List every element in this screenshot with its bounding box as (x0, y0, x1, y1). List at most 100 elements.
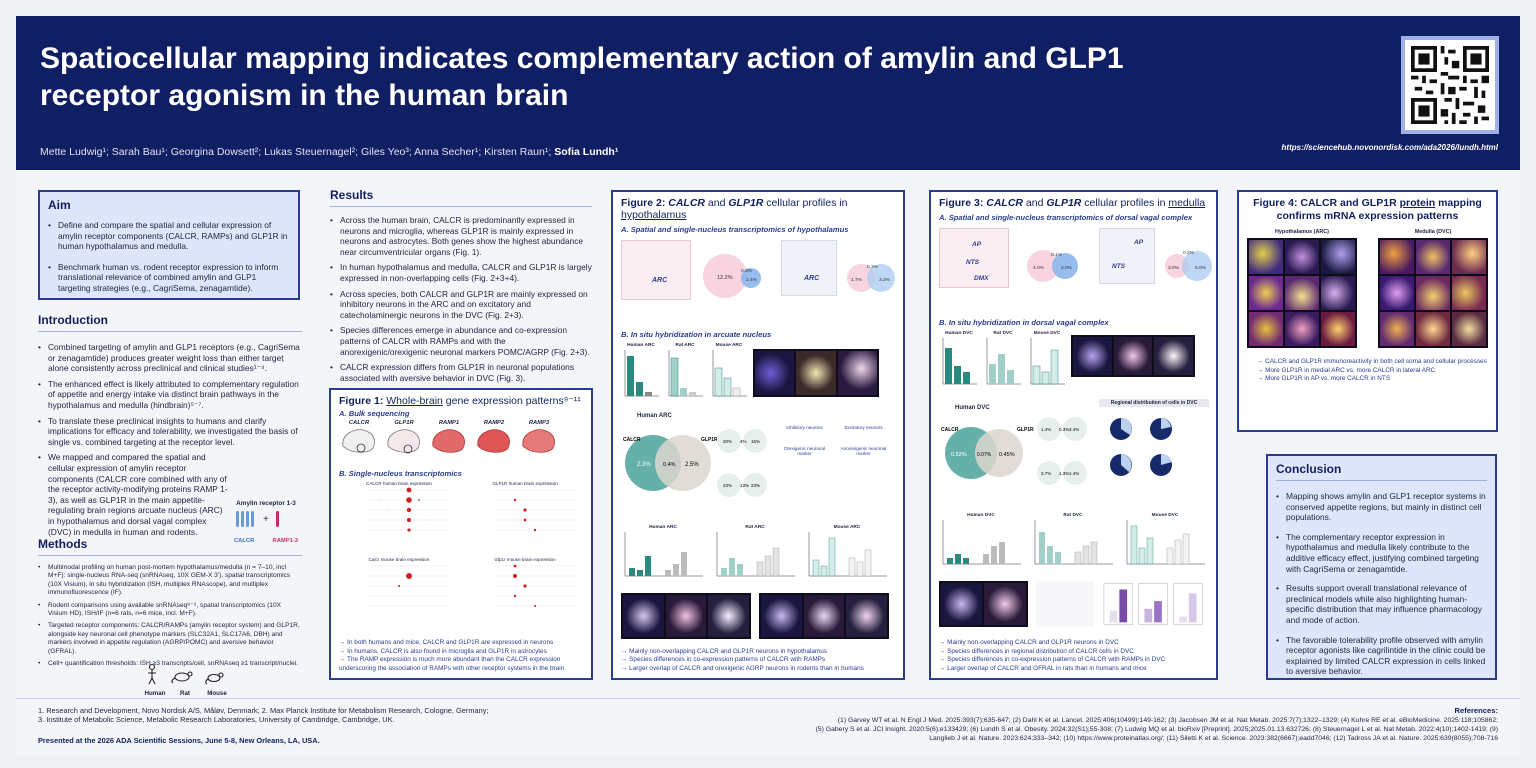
footer-divider (16, 698, 1520, 699)
qr-code[interactable] (1401, 36, 1499, 134)
gene-label: GLP1R (394, 420, 414, 426)
svg-text:CALCR: CALCR (623, 437, 641, 443)
svg-text:0.07%: 0.07% (977, 452, 992, 458)
receptor-label: Amylin receptor 1-3 (236, 500, 296, 507)
svg-text:15%: 15% (751, 439, 760, 444)
brain-icon (477, 429, 510, 453)
if-image-grid (1378, 238, 1488, 348)
brain-icon (432, 429, 465, 453)
venn-human: 4.0%0.1%2.0% (1027, 250, 1078, 282)
bar-chart (1126, 520, 1205, 565)
poster-title: Spatiocellular mapping indicates complem… (40, 42, 1124, 112)
species-label: Mouse (207, 690, 227, 697)
presented-at: Presented at the 2026 ADA Scientific Ses… (38, 736, 320, 745)
bar-chart (1034, 520, 1113, 565)
references-heading: References: (1454, 706, 1498, 715)
aim-item: Benchmark human vs. rodent receptor expr… (48, 262, 290, 294)
fig2-subtitle-b: B. In situ hybridization in arcuate nucl… (621, 330, 772, 339)
bar-chart (624, 350, 659, 397)
methods-item: Rodent comparisons using available snRNA… (38, 602, 302, 619)
presenting-author: Sofia Lundh¹ (554, 146, 619, 158)
gfral-diagram (1035, 581, 1094, 627)
svg-text:0.3%: 0.3% (1059, 427, 1069, 432)
gene-label: RAMP1 (438, 420, 460, 426)
dot-plot-grid: CALCR human brain expression GLP1R human… (339, 481, 583, 629)
rat-icon (174, 672, 190, 682)
spatial-map: ARC (621, 240, 691, 300)
results-item: In human hypothalamus and medulla, CALCR… (330, 262, 592, 283)
divider (38, 331, 302, 332)
amylin-receptor-diagram: Amylin receptor 1-3 + CALCR RAMP1-3 (230, 500, 302, 546)
results-item: CALCR expression differs from GLP1R in n… (330, 362, 592, 383)
ish-image (753, 349, 879, 397)
svg-text:3.4%: 3.4% (1069, 427, 1079, 432)
methods-item: Cell+ quantification thresholds: ISH ≥3 … (38, 660, 302, 669)
species-icons: Human Rat Mouse (140, 663, 240, 697)
methods-item: Targeted receptor components: CALCR/RAMP… (38, 622, 302, 656)
regional-distribution: Regional distribution of cells in DVC (1099, 399, 1209, 498)
fig3-bars-row: Human DVC Rat DVC Mouse DVC (939, 331, 1208, 395)
methods-item: Multimodal profiling on human post-morte… (38, 564, 302, 598)
bar-chart (808, 532, 887, 577)
bar-chart (668, 350, 703, 397)
fig1-subtitle-a: A. Bulk sequencing (339, 409, 410, 418)
ish-image (939, 581, 1028, 627)
svg-text:1.7%: 1.7% (851, 277, 863, 283)
intro-item: To translate these preclinical insights … (38, 416, 302, 448)
svg-text:0.3%: 0.3% (867, 264, 879, 270)
svg-text:GLP1R: GLP1R (701, 437, 717, 443)
svg-text:13%: 13% (740, 483, 749, 488)
svg-text:3.0%: 3.0% (1168, 265, 1180, 271)
methods-heading: Methods (38, 537, 88, 551)
venn-mouse: 1.7%0.3%3.3% (847, 264, 895, 292)
results-heading: Results (330, 188, 374, 202)
brain-row: CALCR GLP1R RAMP1 RAMP2 RAMP3 (339, 420, 583, 463)
fig1-subtitle-b: B. Single-nucleus transcriptomics (339, 469, 462, 478)
mouse-icon (207, 673, 221, 683)
bar-chart (986, 338, 1021, 385)
figure-4-notes: → CALCR and GLP1R immunoreactivity in bo… (1257, 358, 1487, 383)
bar-chart (624, 532, 703, 577)
methods-section: Methods Multimodal profiling on human po… (38, 537, 302, 672)
conclusion-item: The favorable tolerability profile obser… (1276, 635, 1487, 677)
results-item: Species differences emerge in abundance … (330, 325, 592, 357)
conclusion-box: Conclusion Mapping shows amylin and GLP1… (1266, 454, 1497, 680)
svg-text:2.5%: 2.5% (685, 462, 699, 468)
fig2-subtitle-a: A. Spatial and single-nucleus transcript… (621, 225, 849, 234)
divider (1276, 480, 1487, 481)
aim-item: Define and compare the spatial and cellu… (48, 220, 290, 252)
qr-code-graphic (1411, 46, 1489, 124)
bar-chart (1030, 338, 1065, 385)
svg-text:23%: 23% (751, 483, 760, 488)
poster-url[interactable]: https://sciencehub.novonordisk.com/ada20… (1281, 143, 1498, 152)
poster-footer: 1. Research and Development, Novo Nordis… (38, 702, 1498, 752)
figure-3-panel: Figure 3: CALCR and GLP1R cellular profi… (929, 190, 1218, 680)
svg-text:1.4%: 1.4% (746, 277, 758, 283)
results-section: Results Across the human brain, CALCR is… (330, 188, 592, 388)
venn-human: 12.2%0.3%1.4% (703, 254, 761, 298)
gfral-bars (1103, 583, 1203, 625)
svg-text:+: + (263, 514, 269, 525)
aim-box: Aim Define and compare the spatial and c… (38, 190, 300, 300)
svg-text:2.3%: 2.3% (637, 462, 651, 468)
bar-chart (716, 532, 795, 577)
bar-chart (942, 520, 1021, 565)
svg-text:12.2%: 12.2% (717, 275, 733, 281)
intro-item: The enhanced effect is likely attributed… (38, 379, 302, 411)
species-graphic (148, 663, 224, 685)
conclusion-item: The complementary receptor expression in… (1276, 532, 1487, 574)
if-image-grid (1247, 238, 1357, 348)
gene-label: RAMP2 (483, 420, 505, 426)
pie-pair: 1.4%0.3%3.4%3.7%1.3%1.4% (1037, 417, 1087, 485)
conclusion-heading: Conclusion (1276, 462, 1342, 476)
figure-1-notes: → In both humans and mice, CALCR and GLP… (339, 639, 565, 672)
ish-image (759, 593, 889, 639)
results-item: Across the human brain, CALCR is predomi… (330, 215, 592, 257)
bar-chart (712, 350, 747, 397)
brain-icon (522, 429, 555, 453)
divider (38, 555, 302, 556)
fig2-spatial-row: ARC 12.2%0.3%1.4% ARC 1.7%0.3%3.3% (621, 238, 895, 310)
